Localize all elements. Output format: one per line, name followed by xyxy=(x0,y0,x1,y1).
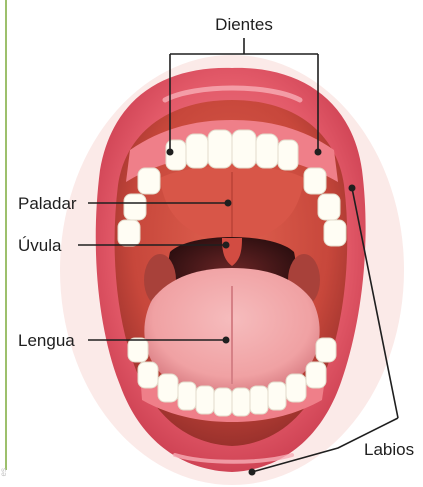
page-margin-line xyxy=(5,0,7,470)
label-lengua: Lengua xyxy=(18,331,75,350)
label-paladar: Paladar xyxy=(18,194,77,213)
label-labios: Labios xyxy=(364,440,414,459)
label-dientes: Dientes xyxy=(215,15,273,34)
label-uvula: Úvula xyxy=(18,236,62,255)
page-edge-text: es xyxy=(0,468,8,476)
